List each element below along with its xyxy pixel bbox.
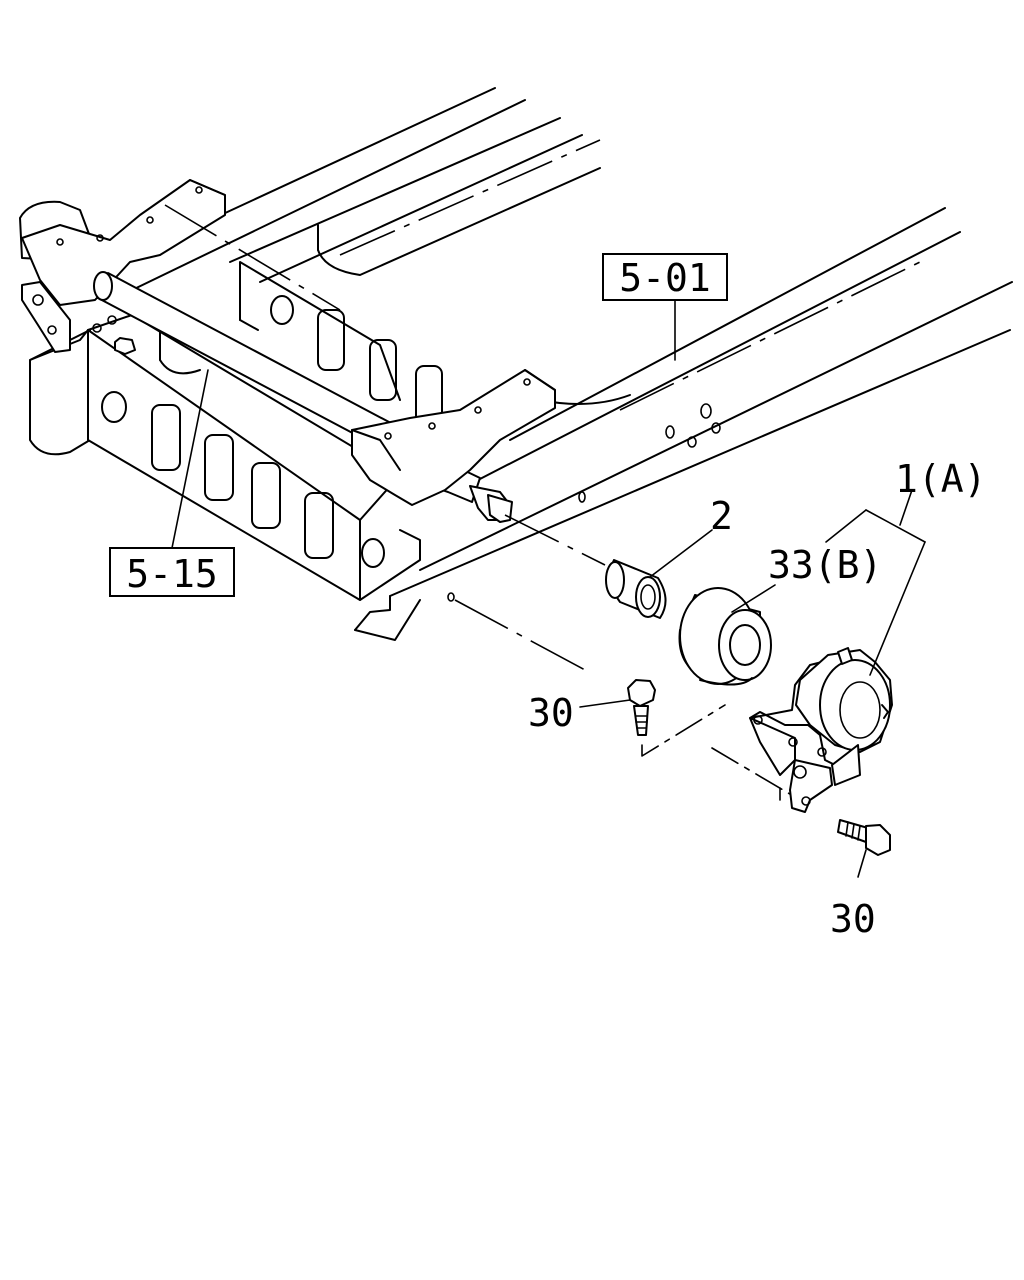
- left-bracket: [19, 179, 341, 355]
- assembly-centerlines: [454, 514, 801, 801]
- leader-lines: [171, 299, 926, 878]
- callout-33b: 33(B): [768, 543, 882, 587]
- reference-label-5-01: 5-01: [619, 256, 711, 300]
- bolt-upper-part-30: [627, 679, 656, 736]
- callout-1a: 1(A): [895, 457, 987, 501]
- callout-30-lower: 30: [830, 897, 876, 941]
- bolt-lower-part-30: [837, 819, 891, 856]
- mount-rubber-part-33b: [678, 587, 772, 686]
- left-crossmember: [29, 261, 443, 641]
- rail-holes: [447, 403, 721, 602]
- right-bracket: [351, 369, 556, 506]
- reference-box-5-15[interactable]: 5-15: [109, 547, 235, 597]
- bushing-part-2: [605, 559, 667, 619]
- reference-label-5-15: 5-15: [126, 552, 218, 596]
- callout-2: 2: [710, 494, 733, 538]
- callout-30-upper: 30: [528, 691, 574, 735]
- reference-box-5-01[interactable]: 5-01: [602, 253, 728, 301]
- mount-assembly-part-1a: [749, 647, 893, 813]
